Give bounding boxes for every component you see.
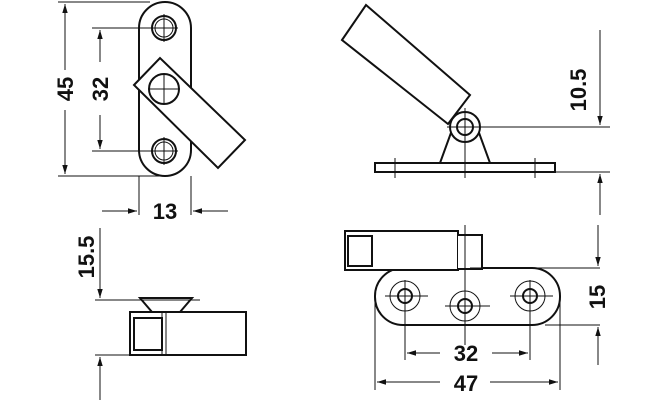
side-view — [340, 3, 610, 178]
front-dimensions: 45 32 13 — [53, 1, 228, 224]
dimension-15: 15 — [585, 285, 610, 309]
end-view — [95, 297, 247, 356]
dimension-45: 45 — [53, 77, 78, 101]
stay-arm-side — [340, 3, 472, 126]
dimension-10-5: 10.5 — [566, 69, 591, 112]
dimension-13: 13 — [153, 199, 177, 224]
dimension-47: 47 — [454, 371, 478, 396]
end-dimensions: 15.5 — [74, 228, 103, 400]
front-view — [132, 1, 247, 177]
top-dimensions: 15 32 47 — [377, 225, 610, 396]
side-dimensions: 10.5 — [566, 30, 603, 215]
dimension-32-front: 32 — [88, 77, 113, 101]
dimension-32-top: 32 — [454, 341, 478, 366]
dimension-15-5: 15.5 — [74, 236, 99, 279]
top-view — [344, 225, 600, 390]
